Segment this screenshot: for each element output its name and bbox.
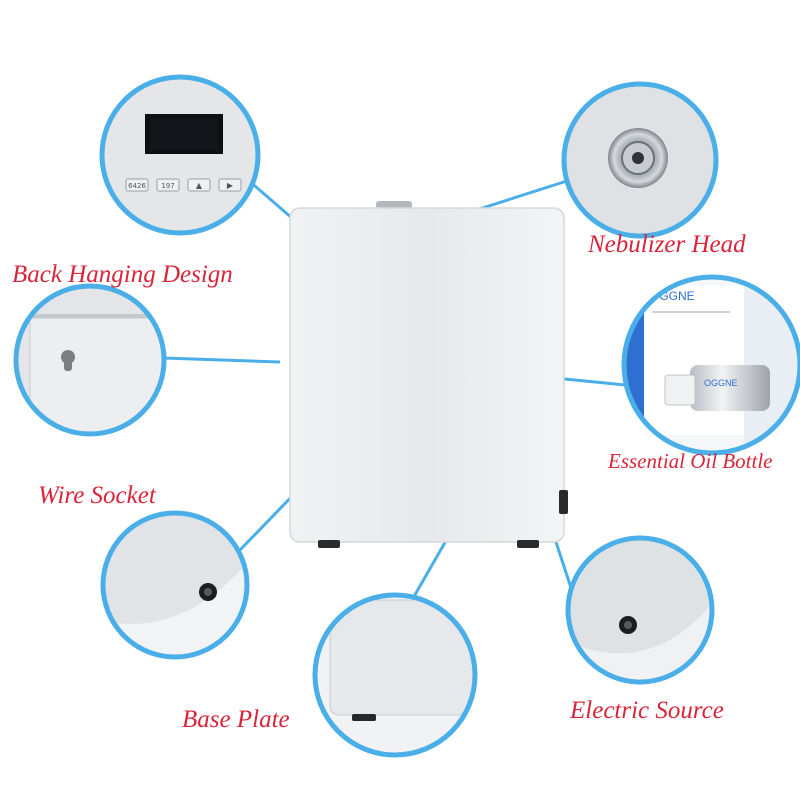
panel-buttons xyxy=(125,178,242,192)
nebulizer-head-closeup xyxy=(561,81,719,239)
panel-button-1-label: 6426 xyxy=(128,182,146,190)
bottle-brand-text: OGGNE xyxy=(704,378,738,388)
wire-socket-closeup xyxy=(100,510,250,660)
label-nebulizer-head: Nebulizer Head xyxy=(588,231,746,258)
control-panel-closeup: 6426 197 ▲ ▶ xyxy=(99,74,261,236)
label-base-plate: Base Plate xyxy=(182,706,290,733)
label-electric-source: Electric Source xyxy=(570,697,724,724)
back-hanging-closeup xyxy=(13,283,167,437)
base-plate-closeup xyxy=(312,592,478,758)
label-wire-socket: Wire Socket xyxy=(38,482,156,509)
electric-source-closeup xyxy=(565,535,715,685)
diffuser-device xyxy=(289,201,568,548)
panel-button-2-label: 197 xyxy=(161,182,174,190)
panel-button-4-label: ▶ xyxy=(227,181,234,190)
oil-bottle-closeup: OGGNE OGGNE xyxy=(621,274,800,456)
label-essential-oil-bottle: Essential Oil Bottle xyxy=(608,449,773,473)
panel-button-3-label: ▲ xyxy=(196,181,203,190)
label-back-hanging-design: Back Hanging Design xyxy=(12,261,233,288)
